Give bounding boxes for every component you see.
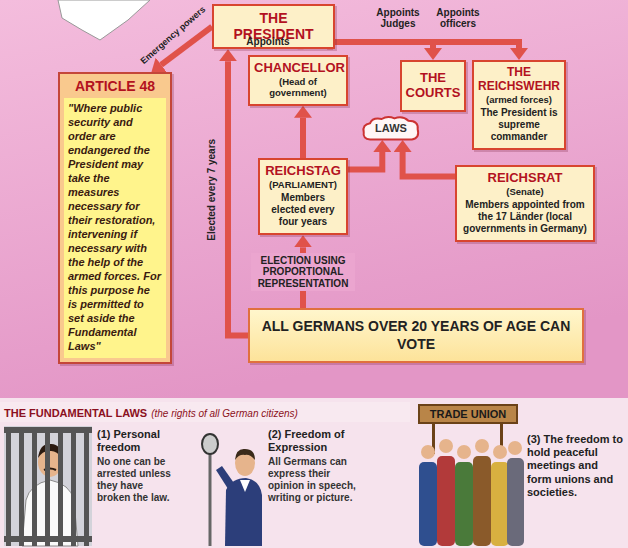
speech-bubble [58, 0, 150, 40]
trade-union-crowd [457, 445, 471, 459]
node-text: (armed forces) [478, 94, 560, 105]
node-title: REICHSTAG [264, 164, 342, 179]
reichsrat-box: REICHSRAT(Senate) Members appointed from … [455, 165, 595, 242]
speaker-illustration [216, 466, 236, 492]
prison-illustration [84, 427, 89, 546]
node-title: ALL GERMANS OVER 20 YEARS OF AGE CAN VOT… [260, 318, 572, 353]
node-title: REICHSRAT [461, 171, 589, 186]
prison-illustration [71, 427, 76, 546]
speaker-illustration [235, 449, 255, 460]
speaker-illustration [202, 434, 262, 546]
pink-ground [0, 0, 628, 398]
right-text: All Germans can express their opinion in… [268, 456, 358, 504]
cloud-outline [363, 117, 418, 139]
trade-union-crowd [491, 462, 509, 546]
trade-union-crowd [421, 445, 435, 459]
node-title: THE FUNDAMENTAL LAWS [4, 407, 147, 419]
trade-union-crowd [455, 462, 473, 546]
trade-union-sign: TRADE UNION [418, 404, 518, 424]
trade-union-crowd [439, 439, 453, 453]
prison-illustration [45, 427, 50, 546]
trade-union-crowd [437, 456, 455, 546]
node-text: Members elected every four years [264, 192, 342, 228]
prison-illustration [58, 427, 63, 546]
right-heading: (2) Freedom of Expression [268, 428, 360, 454]
edge-label: ELECTION USING PROPORTIONAL REPRESENTATI… [251, 253, 355, 292]
prison-illustration [4, 426, 92, 546]
prison-illustration [4, 426, 92, 546]
speaker-illustration [202, 434, 218, 454]
node-text: The President is supreme commander [478, 107, 560, 143]
courts-box: THE COURTS [400, 60, 466, 112]
node-text: (PARLIAMENT) [264, 179, 342, 190]
node-title: THE REICHSWEHR [478, 66, 560, 94]
reichswehr-box: THE REICHSWEHR(armed forces) The Presiden… [472, 60, 566, 150]
edge-label: Emergency powers [137, 3, 209, 67]
voters-box: ALL GERMANS OVER 20 YEARS OF AGE CAN VOT… [248, 308, 584, 363]
reichstag-box: REICHSTAG(PARLIAMENT) Members elected eve… [258, 158, 348, 235]
node-title: TRADE UNION [422, 408, 514, 420]
edge-label: Appoints [243, 36, 293, 48]
node-title: ARTICLE 48 [64, 78, 166, 94]
speaker-illustration [240, 480, 250, 492]
speaker-illustration [209, 452, 212, 546]
right-text: (3) The freedom to hold peaceful meeting… [527, 433, 623, 499]
trade-union-crowd [473, 456, 491, 546]
connector-arrow [300, 118, 306, 158]
prison-illustration [32, 427, 37, 546]
node-title: THE COURTS [405, 71, 461, 101]
prison-illustration [19, 427, 24, 546]
node-title: LAWS [366, 122, 416, 134]
connector-arrow [228, 61, 248, 335]
fundamental-laws-band: THE FUNDAMENTAL LAWS (the rights of all G… [0, 402, 410, 422]
trade-union-crowd [419, 424, 524, 546]
node-text: Members appointed from the 17 Länder (lo… [461, 199, 589, 235]
trade-union-crowd [475, 439, 489, 453]
node-text: (Senate) [461, 186, 589, 197]
connector-arrow [403, 152, 455, 177]
trade-union-crowd [507, 458, 524, 546]
trade-union-crowd [493, 445, 507, 459]
prison-illustration [6, 427, 11, 546]
chancellor-box: CHANCELLOR(Head of government) [248, 55, 348, 106]
edge-label: Appoints Judges [372, 7, 424, 30]
laws-cloud: LAWS [362, 116, 420, 140]
connector-arrow [348, 152, 382, 170]
trade-union-crowd [508, 441, 522, 455]
edge-label: Appoints officers [432, 7, 484, 30]
connector-arrow [330, 42, 519, 49]
right-text: No one can be arrested unless they have … [97, 456, 177, 504]
node-text: "Where public security and order are end… [64, 98, 166, 357]
node-text: (the rights of all German citizens) [151, 408, 298, 419]
article-48-box: ARTICLE 48 "Where public security and ord… [58, 72, 172, 364]
node-text: (Head of government) [254, 76, 342, 99]
edge-label: Elected every 7 years [206, 131, 218, 249]
node-title: CHANCELLOR [254, 61, 342, 76]
lower-ground [0, 398, 628, 548]
trade-union-crowd [419, 462, 437, 546]
right-heading: (1) Personal freedom [97, 428, 181, 454]
